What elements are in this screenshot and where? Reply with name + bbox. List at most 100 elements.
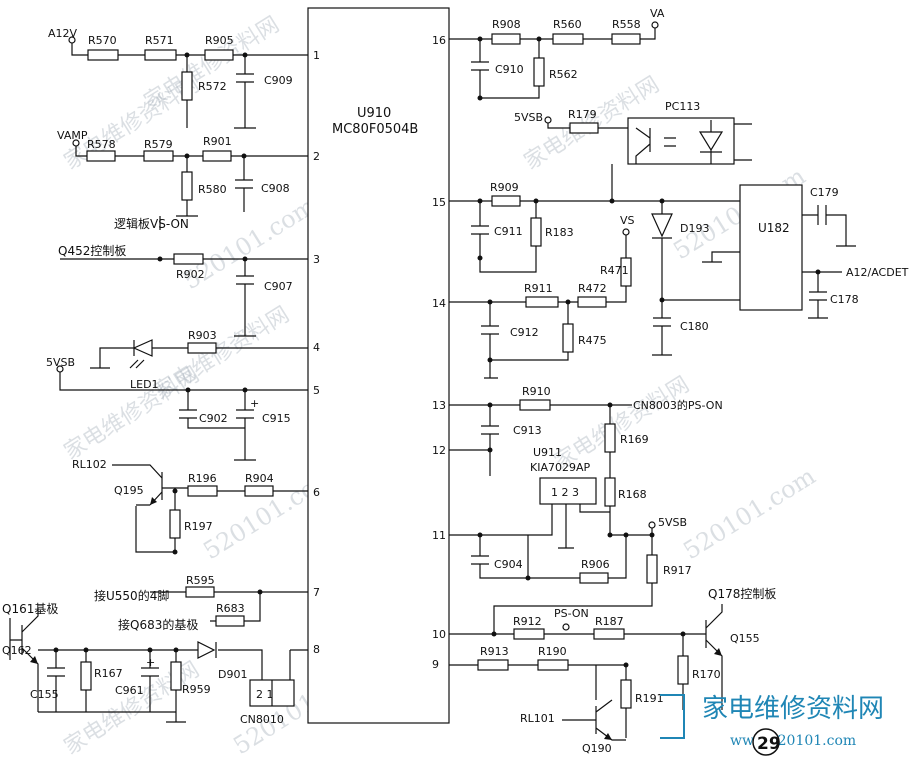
label-r578: R578 [87,138,116,151]
label-q452: Q452控制板 [58,244,126,258]
pin-number: 10 [432,628,446,641]
resistor-r167 [80,661,92,691]
terminal-5vsb [544,116,552,124]
resistor-r579 [143,150,174,162]
pin-number: 7 [313,586,320,599]
label-a12-acdet: A12/ACDET [846,266,909,279]
resistor-r475 [562,323,574,353]
resistor-r903 [187,342,217,354]
label-c902: C902 [199,412,228,425]
label-r571: R571 [145,34,174,47]
capacitor-c155 [47,667,65,677]
brand-url: www.520101.com [730,733,856,749]
resistor-r904 [244,485,274,497]
resistor-r580 [181,171,193,201]
net-pin16: VA R908 R560 R558 C910 R562 [449,7,665,101]
pin-number: 11 [432,529,446,542]
pin-number: 9 [432,658,439,671]
pin-number: 15 [432,196,446,209]
label-r187: R187 [595,615,624,628]
pin-number: 5 [313,384,320,397]
label-r560: R560 [553,18,582,31]
label-c913: C913 [513,424,542,437]
resistor-r912 [513,628,545,640]
label-c908: C908 [261,182,290,195]
capacitor-c910 [471,61,489,71]
ic-u182-body [739,184,803,311]
capacitor-c904 [471,555,489,565]
page-number-circle [752,728,780,756]
net-pc113: 5VSB R179 PC113 [514,100,752,200]
label-q178: Q178控制板 [708,587,776,601]
terminal-ps-on [562,623,570,631]
net-pin14: VS R471 R911 R472 C912 R475 [449,214,635,379]
label-r558: R558 [612,18,641,31]
label-q195: Q195 [114,484,144,497]
label-q683: 接Q683的基极 [118,617,198,632]
label-r959: R959 [182,683,211,696]
pin-number: 4 [313,341,320,354]
label-r917: R917 [663,564,692,577]
resistor-r560 [552,33,584,45]
pin-number: 6 [313,486,320,499]
label-5vsb-top: 5VSB [514,111,543,124]
polarity-plus: + [250,397,259,410]
label-r579: R579 [144,138,173,151]
net-pin13: R910 CN8003的PS-ON C913 R169 R168 [449,385,723,535]
label-c910: C910 [495,63,524,76]
resistor-r558 [611,33,641,45]
resistor-r183 [530,217,542,247]
label-r908: R908 [492,18,521,31]
net-pin7: 接U550的4脚 接Q683的基极 R595 R683 [94,574,308,632]
polarity-plus: + [146,656,155,669]
optocoupler-pc113 [627,117,735,165]
label-r904: R904 [245,472,274,485]
capacitor-c908 [235,179,253,189]
label-r169: R169 [620,433,649,446]
label-c179: C179 [810,186,839,199]
junction-dot [487,447,493,453]
junction-dot [157,256,163,262]
label-r903: R903 [188,329,217,342]
capacitor-c179 [817,205,827,225]
capacitor-c961 [141,667,159,677]
resistor-r187 [593,628,625,640]
brand-name: 家电维修资料网 [702,694,884,724]
label-cn8010-pins: 2 1 [256,688,274,701]
label-pc113: PC113 [665,100,700,113]
label-u182: U182 [758,221,790,235]
label-r905: R905 [205,34,234,47]
label-r190: R190 [538,645,567,658]
net-pin5: 5VSB + C902 C915 [46,356,308,461]
label-c911: C911 [494,225,523,238]
diode-d193 [651,213,673,238]
label-r179: R179 [568,108,597,121]
label-r580: R580 [198,183,227,196]
resistor-r190 [537,659,569,671]
pin-number: 13 [432,399,446,412]
label-d193: D193 [680,222,709,235]
resistor-r471 [620,257,632,287]
pin-number: 2 [313,150,320,163]
label-q155: Q155 [730,632,760,645]
label-r562: R562 [549,68,578,81]
resistor-r905 [204,49,234,61]
label-r901: R901 [203,135,232,148]
net-pin2: VAMP R578 R579 R901 R580 C908 逻辑板VS-ON [57,129,308,231]
label-rl102: RL102 [72,458,107,471]
resistor-r562 [533,57,545,87]
ic-u182: U182 C179 A12/ACDET C178 [702,184,909,319]
resistor-r196 [187,485,218,497]
label-cn8010: CN8010 [240,713,284,726]
resistor-r197 [169,509,181,539]
label-r191: R191 [635,692,664,705]
label-vamp: VAMP [57,129,88,142]
watermark-text: 520101.com [678,462,820,565]
resistor-r959 [170,661,182,691]
capacitor-c912 [481,325,499,335]
label-logic-vs-on: 逻辑板VS-ON [114,217,189,231]
net-pin10: R912 R187 PS-ON R170 Q178控制板 Q155 [449,587,776,710]
junction-dot [491,631,497,637]
resistor-r572 [181,71,193,101]
capacitor-c913 [481,425,499,435]
